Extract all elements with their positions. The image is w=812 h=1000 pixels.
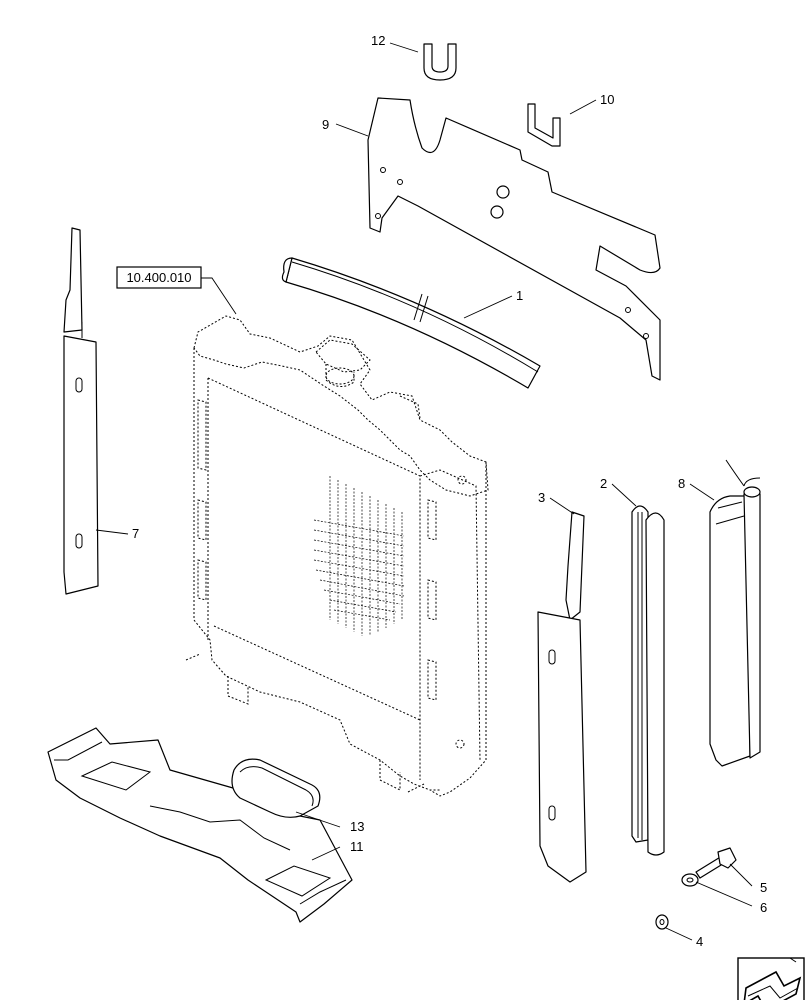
radiator-core-mesh [313,476,405,636]
part-3-side-panel [537,511,587,883]
callout-5: 5 [760,880,767,895]
part-9-baffle-plate [367,97,661,381]
part-7-side-panel [63,227,99,595]
part-6-washer [681,873,699,887]
reference-label-box[interactable]: 10.400.010 [116,266,202,289]
part-12-u-clip [423,43,457,81]
part-8-rubber-seal [709,459,761,767]
part-2-tube-seal [631,505,665,856]
callout-1: 1 [516,288,523,303]
callout-6: 6 [760,900,767,915]
callout-2: 2 [600,476,607,491]
reference-label-text: 10.400.010 [126,270,191,285]
radiator-assembly [185,315,489,797]
callout-11: 11 [350,839,364,854]
callout-3: 3 [538,490,545,505]
arrow-down-left-icon[interactable] [737,957,805,1000]
part-1-hose-strip [281,257,541,389]
callout-7: 7 [132,526,139,541]
callout-4: 4 [696,934,703,949]
callout-8: 8 [678,476,685,491]
part-4-washer [655,914,669,930]
callout-10: 10 [600,92,614,107]
callout-12: 12 [371,33,385,48]
part-5-bolt [695,847,737,879]
part-10-u-clip [527,103,561,147]
callout-9: 9 [322,117,329,132]
part-11-lower-tray [47,727,353,923]
part-13-pad [231,758,321,818]
callout-13: 13 [350,819,364,834]
